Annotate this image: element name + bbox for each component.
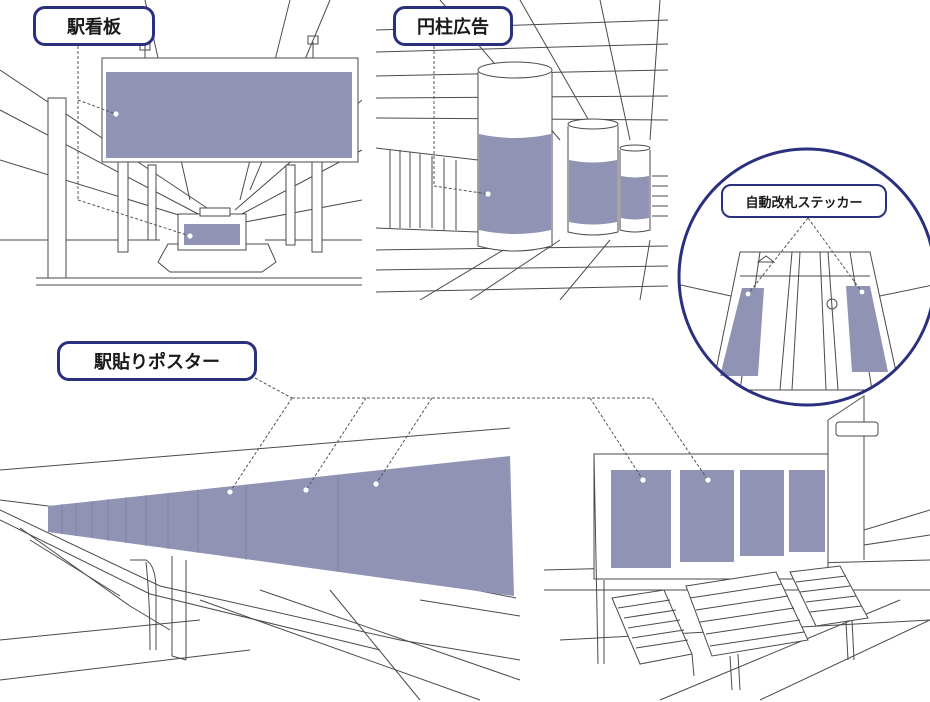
pillar-ad-area-1	[479, 134, 551, 234]
station-sign-small-ad-area	[184, 224, 240, 245]
gate-sticker-inset-border	[677, 147, 930, 407]
corridor-poster-area	[48, 456, 514, 596]
callout-dot	[485, 191, 491, 197]
callout-dot	[113, 111, 119, 117]
bench-poster-area-2	[680, 470, 734, 562]
gate-sticker-area-right	[846, 286, 888, 372]
bench-poster-area-1	[611, 470, 671, 568]
callout-dot	[705, 477, 711, 483]
corridor-poster-dividers	[61, 475, 339, 572]
pillar-ad-area-3	[621, 176, 649, 220]
label-station-poster: 駅貼りポスター	[57, 341, 257, 381]
callout-dots	[113, 111, 865, 495]
callout-dot	[745, 291, 751, 297]
label-gate-sticker: 自動改札ステッカー	[721, 184, 887, 218]
label-pillar-ad: 円柱広告	[393, 6, 513, 46]
gate-sticker-area-left	[720, 288, 764, 376]
pillar-ad-area-2	[569, 160, 617, 225]
callout-dot	[187, 233, 193, 239]
station-sign-ad-area	[106, 72, 352, 158]
callout-dot	[859, 289, 865, 295]
callout-dot	[640, 477, 646, 483]
bench-poster-area-3	[740, 470, 784, 556]
bench-scene	[543, 395, 930, 701]
callout-dot	[227, 489, 233, 495]
callout-dot	[303, 487, 309, 493]
callout-dot	[373, 481, 379, 487]
bench-poster-area-4	[789, 470, 825, 552]
label-station-sign: 駅看板	[33, 6, 155, 46]
callout-leaders	[77, 46, 863, 493]
